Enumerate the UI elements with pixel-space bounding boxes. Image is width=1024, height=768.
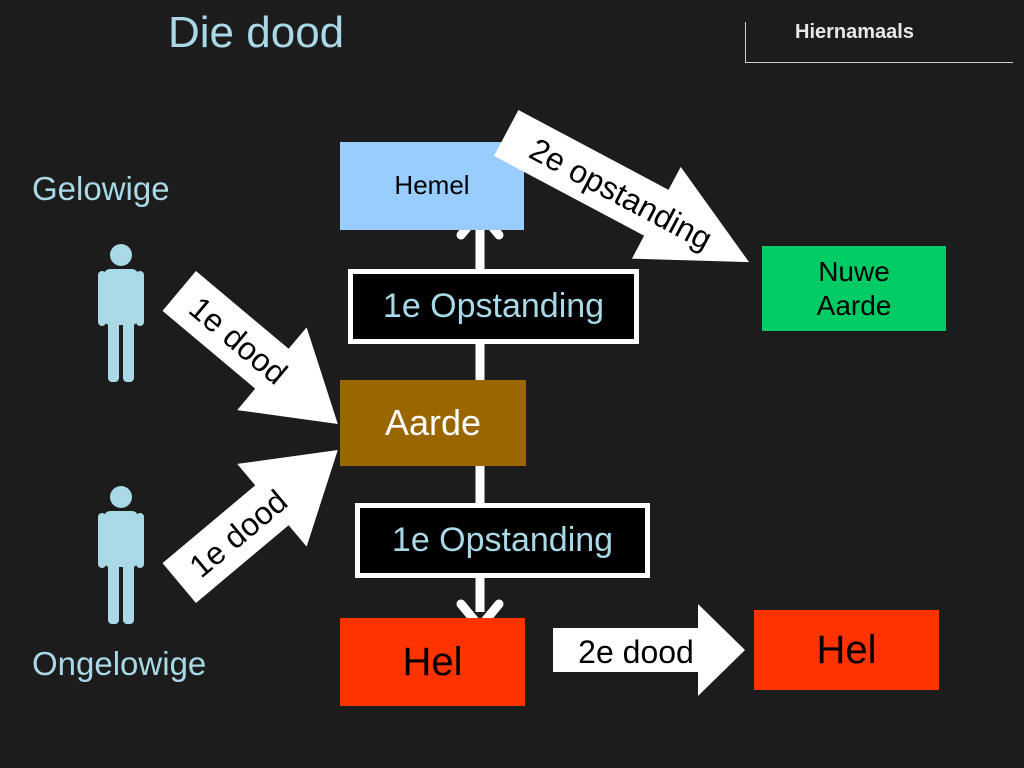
final-hell-label: Hel xyxy=(816,628,877,672)
heaven-box: Hemel xyxy=(340,142,524,230)
final-hell-box: Hel xyxy=(754,610,939,690)
person-icon xyxy=(98,244,144,382)
heaven-label: Hemel xyxy=(394,170,470,201)
slide-title: Die dood xyxy=(168,8,345,57)
earth-label: Aarde xyxy=(384,402,482,444)
first-resurrection-upper-label: 1e Opstanding xyxy=(382,287,605,326)
new-earth-label-line1: Nuwe xyxy=(818,255,890,287)
first-resurrection-lower-box: 1e Opstanding xyxy=(355,503,650,578)
person-icon xyxy=(98,486,144,624)
earth-box: Aarde xyxy=(340,380,526,466)
second-death-label: 2e dood xyxy=(578,634,694,670)
hell-label: Hel xyxy=(402,640,463,684)
new-earth-label-line2: Aarde xyxy=(816,289,892,321)
first-death-believer-arrow: 1e dood xyxy=(162,271,338,424)
first-resurrection-upper-box: 1e Opstanding xyxy=(348,269,639,344)
first-death-unbeliever-arrow: 1e dood xyxy=(162,450,338,603)
believer-label: Gelowige xyxy=(32,170,170,207)
second-resurrection-arrow: 2e opstanding xyxy=(494,110,750,263)
unbeliever-label: Ongelowige xyxy=(32,645,207,682)
first-resurrection-lower-label: 1e Opstanding xyxy=(391,521,614,560)
section-label: Hiernamaals xyxy=(795,21,914,43)
new-earth-box: Nuwe Aarde xyxy=(762,246,946,331)
second-death-arrow: 2e dood xyxy=(553,604,745,696)
section-header-frame xyxy=(745,22,1013,63)
hell-box: Hel xyxy=(340,618,525,706)
